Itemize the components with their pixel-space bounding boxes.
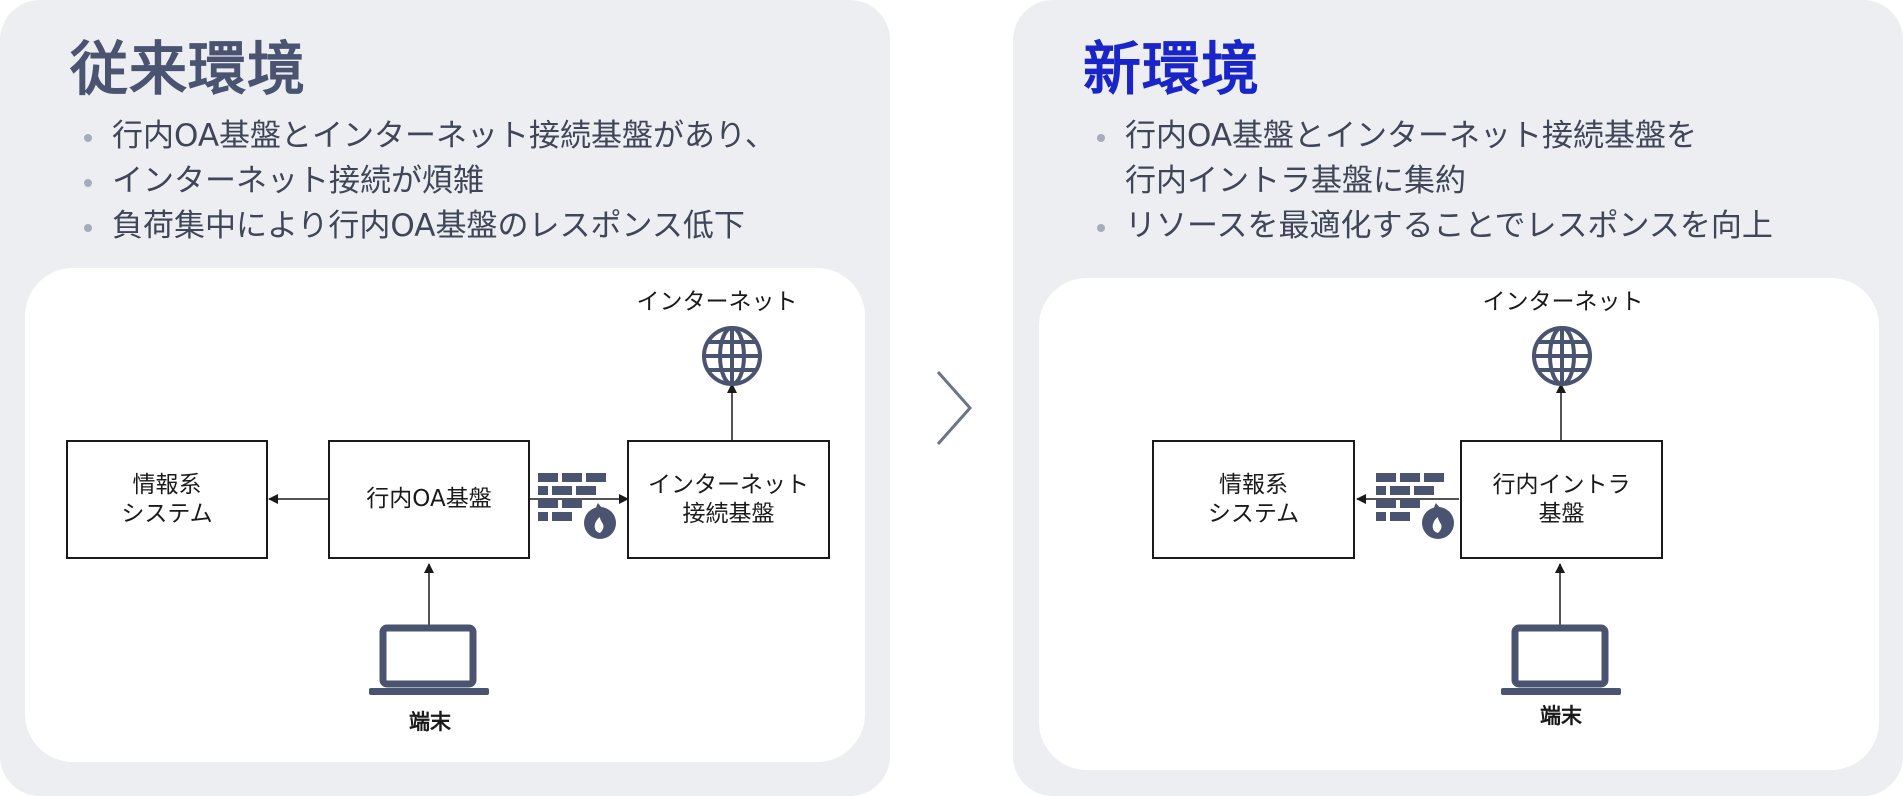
globe-icon (1532, 326, 1592, 386)
firewall-icon (1376, 473, 1454, 539)
legacy-bullet-item: 負荷集中により行内OA基盤のレスポンス低下 (84, 204, 776, 249)
legacy-bullet-list: 行内OA基盤とインターネット接続基盤があり、 インターネット接続が煩雑 負荷集中… (84, 114, 776, 249)
new-diagram-canvas: 情報系 システム 行内イントラ 基盤 インターネット (1039, 278, 1879, 770)
new-bullet-item: 行内OA基盤とインターネット接続基盤を (1097, 114, 1773, 159)
laptop-icon (369, 624, 489, 695)
legacy-environment-panel: 従来環境 行内OA基盤とインターネット接続基盤があり、 インターネット接続が煩雑… (0, 0, 890, 796)
intra-platform-node: 行内イントラ 基盤 (1460, 440, 1663, 559)
internet-gateway-node: インターネット 接続基盤 (627, 440, 830, 559)
new-bullet-item: リソースを最適化することでレスポンスを向上 (1097, 204, 1773, 249)
oa-platform-node: 行内OA基盤 (328, 440, 530, 559)
new-environment-title: 新環境 (1083, 35, 1261, 103)
laptop-icon (1501, 624, 1621, 695)
new-bullet-list: 行内OA基盤とインターネット接続基盤を 行内イントラ基盤に集約 リソースを最適化… (1097, 114, 1773, 249)
terminal-label: 端末 (1540, 704, 1582, 728)
terminal-label: 端末 (409, 710, 451, 734)
internet-label: インターネット (636, 289, 798, 315)
info-system-node: 情報系 システム (1152, 440, 1355, 559)
legacy-environment-title: 従来環境 (70, 35, 307, 103)
internet-label: インターネット (1482, 289, 1644, 315)
oa-platform-label: 行内OA基盤 (366, 486, 492, 512)
info-system-node: 情報系 システム (66, 440, 268, 559)
new-bullet-item-continued: 行内イントラ基盤に集約 (1125, 163, 1466, 199)
new-environment-panel: 新環境 行内OA基盤とインターネット接続基盤を 行内イントラ基盤に集約 リソース… (1013, 0, 1903, 796)
legacy-bullet-item: 行内OA基盤とインターネット接続基盤があり、 (84, 114, 776, 159)
chevron-right-icon (936, 371, 973, 445)
globe-icon (702, 326, 762, 386)
internet-gateway-label: インターネット 接続基盤 (648, 471, 809, 527)
info-system-label: 情報系 システム (1207, 471, 1300, 527)
firewall-icon (538, 473, 616, 539)
info-system-label: 情報系 システム (121, 471, 213, 527)
legacy-diagram-canvas: 情報系 システム 行内OA基盤 インターネット 接続基盤 インターネット (25, 268, 865, 762)
legacy-bullet-item: インターネット接続が煩雑 (84, 159, 776, 204)
intra-platform-label: 行内イントラ 基盤 (1492, 471, 1631, 527)
